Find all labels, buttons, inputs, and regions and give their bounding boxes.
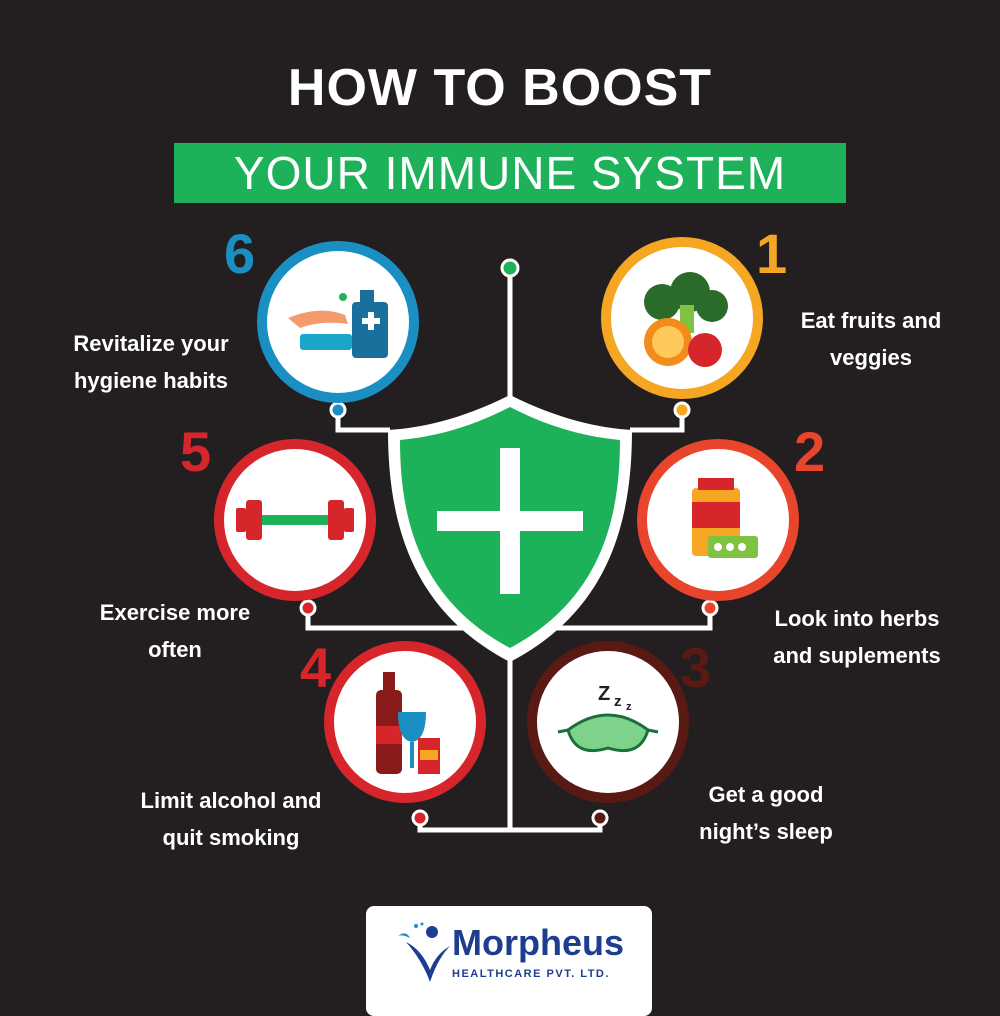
logo-name: Morpheus: [452, 922, 625, 963]
logo-box: [366, 906, 652, 1016]
tip-number-5: 5: [180, 420, 212, 483]
morpheus-logo-icon: [398, 922, 450, 982]
tip-1-line2: veggies: [830, 345, 912, 370]
supplements-icon: [637, 439, 799, 601]
tip-5-line2: often: [148, 637, 202, 662]
tip-1-line1: Eat fruits and: [800, 308, 942, 333]
tip-4-line2: quit smoking: [162, 825, 300, 850]
tip-2-line2: and suplements: [773, 643, 941, 668]
tip-number-4: 4: [300, 636, 332, 699]
tip-3-text: Get a good night’s sleep: [680, 776, 852, 850]
sleep-mask-icon: Z z z: [527, 641, 689, 803]
hand-sanitizer-icon: [257, 241, 419, 403]
tip-6-text: Revitalize your hygiene habits: [54, 325, 248, 399]
logo-tagline: HEALTHCARE PVT. LTD.: [452, 968, 610, 980]
tip-number-2: 2: [794, 420, 826, 483]
svg-text:Z: Z: [598, 683, 610, 705]
tip-3-line1: Get a good: [708, 782, 824, 807]
subtitle-banner: YOUR IMMUNE SYSTEM: [174, 143, 846, 203]
tip-number-6: 6: [224, 222, 256, 285]
shield-plus-icon: [388, 395, 632, 662]
tip-number-3: 3: [680, 636, 712, 699]
tip-5-text: Exercise more often: [80, 594, 270, 668]
tip-4-line1: Limit alcohol and: [140, 788, 322, 813]
tip-number-1: 1: [756, 222, 788, 285]
tip-2-text: Look into herbs and suplements: [750, 600, 964, 674]
tip-2-line1: Look into herbs: [774, 606, 940, 631]
fruits-veggies-icon: [601, 237, 763, 399]
tip-3-line2: night’s sleep: [699, 819, 833, 844]
tip-5-line1: Exercise more: [99, 600, 251, 625]
tip-1-text: Eat fruits and veggies: [776, 302, 966, 376]
svg-text:z: z: [626, 701, 632, 713]
dumbbell-icon: [214, 439, 376, 601]
alcohol-cigarette-icon: [324, 641, 486, 803]
tip-6-line1: Revitalize your: [73, 331, 229, 356]
tip-4-text: Limit alcohol and quit smoking: [116, 782, 346, 856]
tip-6-line2: hygiene habits: [73, 368, 229, 393]
connector-dots: [299, 258, 719, 827]
page-title: HOW TO BOOST: [287, 59, 713, 117]
svg-text:z: z: [614, 693, 622, 710]
